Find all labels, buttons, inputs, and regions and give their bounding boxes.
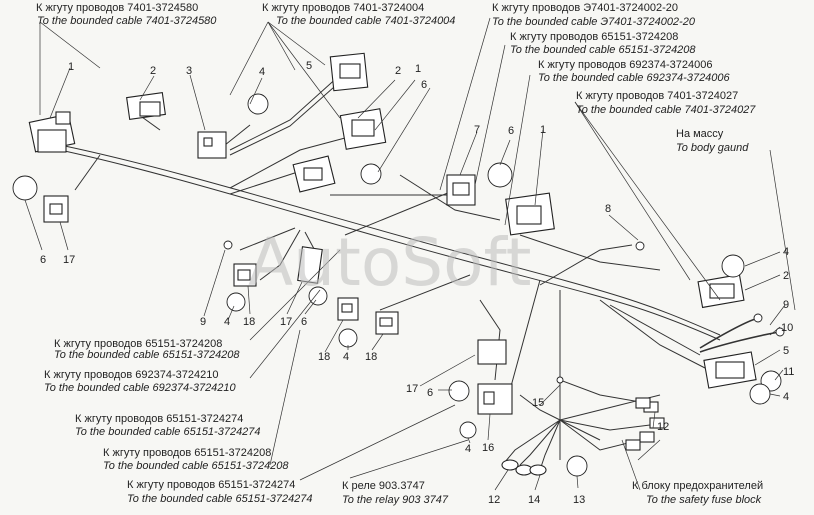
label-65151-3724208-top-ru: К жгуту проводов 65151-3724208 — [510, 31, 678, 43]
pos-number: 12 — [488, 494, 500, 506]
harness-trunk — [59, 74, 781, 471]
label-7401-3724027-en: To the bounded cable 7401-3724027 — [576, 104, 756, 116]
label-65151-3724274-a-ru: К жгуту проводов 65151-3724274 — [75, 413, 243, 425]
label-fuse-block-en: To the safety fuse block — [646, 494, 762, 506]
label-692374-3724210-ru: К жгуту проводов 692374-3724210 — [44, 369, 218, 381]
label-692374-3724006-ru: К жгуту проводов 692374-3724006 — [538, 59, 712, 71]
connector-12-right — [625, 401, 665, 451]
label-ground-en: To body gaund — [676, 142, 749, 154]
label-65151-3724208-low-en: To the bounded cable 65151-3724208 — [103, 460, 289, 472]
pos-number: 7 — [474, 124, 480, 136]
pos-number: 4 — [259, 66, 265, 78]
label-65151-3724208-mid-ru: К жгуту проводов 65151-3724208 — [54, 338, 222, 350]
pos-number: 13 — [573, 494, 585, 506]
pos-number: 17 — [406, 383, 418, 395]
label-relay-ru: К реле 903.3747 — [342, 480, 425, 492]
connector-18-left — [233, 263, 257, 287]
pos-number: 2 — [395, 65, 401, 77]
label-65151-3724274-b-ru: К жгуту проводов 65151-3724274 — [127, 479, 295, 491]
pos-number: 11 — [783, 366, 794, 378]
connector-2-top-left — [126, 91, 166, 121]
pos-number: 17 — [63, 254, 75, 266]
connector-5-right — [703, 351, 757, 389]
pos-number: 16 — [482, 442, 494, 454]
label-7401-3724004-ru: К жгуту проводов 7401-3724004 — [262, 2, 424, 14]
terminal-detail-circles — [12, 93, 782, 477]
pos-number: 17 — [280, 316, 292, 328]
pos-number: 9 — [783, 299, 789, 311]
leader-lines — [24, 17, 796, 491]
pos-number: 12 — [657, 421, 669, 433]
connector-3 — [197, 131, 227, 159]
connector-12-left — [501, 459, 547, 476]
pos-number: 9 — [200, 316, 206, 328]
label-7401-3724004-en: To the bounded cable 7401-3724004 — [276, 15, 455, 27]
pos-number: 4 — [465, 443, 471, 455]
label-fuse-block-ru: К блоку предохранителей — [632, 480, 763, 492]
pos-number: 6 — [427, 387, 433, 399]
label-692374-3724210-en: To the bounded cable 692374-3724210 — [44, 382, 237, 394]
label-65151-3724274-b-en: To the bounded cable 65151-3724274 — [127, 493, 313, 505]
label-65151-3724208-low-ru: К жгуту проводов 65151-3724208 — [103, 447, 271, 459]
connector-15 — [556, 376, 651, 409]
label-692374-3724006-en: To the bounded cable 692374-3724006 — [538, 72, 731, 84]
pos-number: 1 — [540, 124, 546, 136]
connector-2-mid — [292, 155, 336, 193]
label-65151-3724208-mid-en: To the bounded cable 65151-3724208 — [54, 349, 240, 361]
connector-17-lower — [477, 339, 507, 365]
pos-number: 1 — [415, 63, 421, 75]
label-e7401-3724002-en: To the bounded cable Э7401-3724002-20 — [492, 16, 696, 28]
label-65151-3724274-a-en: To the bounded cable 65151-3724274 — [75, 426, 261, 438]
pos-number: 15 — [532, 397, 544, 409]
pos-number: 2 — [783, 270, 789, 282]
connector-1-mid — [339, 108, 387, 150]
pos-number: 2 — [150, 65, 156, 77]
label-7401-3724580-ru: К жгуту проводов 7401-3724580 — [36, 2, 198, 14]
pos-number: 18 — [365, 351, 377, 363]
connector-17-left — [43, 195, 69, 223]
pos-number: 6 — [301, 316, 307, 328]
connector-18-right — [375, 311, 399, 335]
connector-1-right — [505, 192, 555, 236]
connector-18-center — [337, 297, 359, 321]
label-7401-3724580-en: To the bounded cable 7401-3724580 — [37, 15, 217, 27]
pos-number: 14 — [528, 494, 540, 506]
pos-number: 6 — [508, 125, 514, 137]
pos-number: 18 — [318, 351, 330, 363]
connector-16 — [477, 383, 513, 415]
pos-number: 4 — [783, 391, 789, 403]
pos-number: 18 — [243, 316, 255, 328]
pos-number: 4 — [783, 246, 789, 258]
pos-number: 5 — [783, 345, 789, 357]
pos-number: 4 — [343, 351, 349, 363]
watermark: AutoSoft — [248, 224, 531, 301]
pos-number: 5 — [306, 60, 312, 72]
label-7401-3724027-ru: К жгуту проводов 7401-3724027 — [576, 90, 738, 102]
pos-number: 3 — [186, 65, 192, 77]
position-numbers: 1 2 3 4 5 2 1 6 7 6 1 8 6 17 4 2 9 10 5 … — [40, 60, 794, 506]
label-ground-ru: На массу — [676, 128, 724, 140]
connector-7 — [446, 174, 476, 206]
pos-number: 8 — [605, 203, 611, 215]
connector-5-top — [329, 52, 369, 92]
label-relay-en: To the relay 903 3747 — [342, 494, 449, 506]
connector-1-left — [28, 111, 76, 153]
ground-terminals — [223, 240, 785, 337]
label-e7401-3724002-ru: К жгуту проводов Э7401-3724002-20 — [492, 2, 678, 14]
label-65151-3724208-top-en: To the bounded cable 65151-3724208 — [510, 44, 696, 56]
pos-number: 10 — [781, 322, 793, 334]
pos-number: 6 — [40, 254, 46, 266]
pos-number: 6 — [421, 79, 427, 91]
pos-number: 4 — [224, 316, 230, 328]
pos-number: 1 — [68, 61, 74, 73]
callout-labels: К жгуту проводов 7401-3724580 To the bou… — [36, 2, 763, 506]
